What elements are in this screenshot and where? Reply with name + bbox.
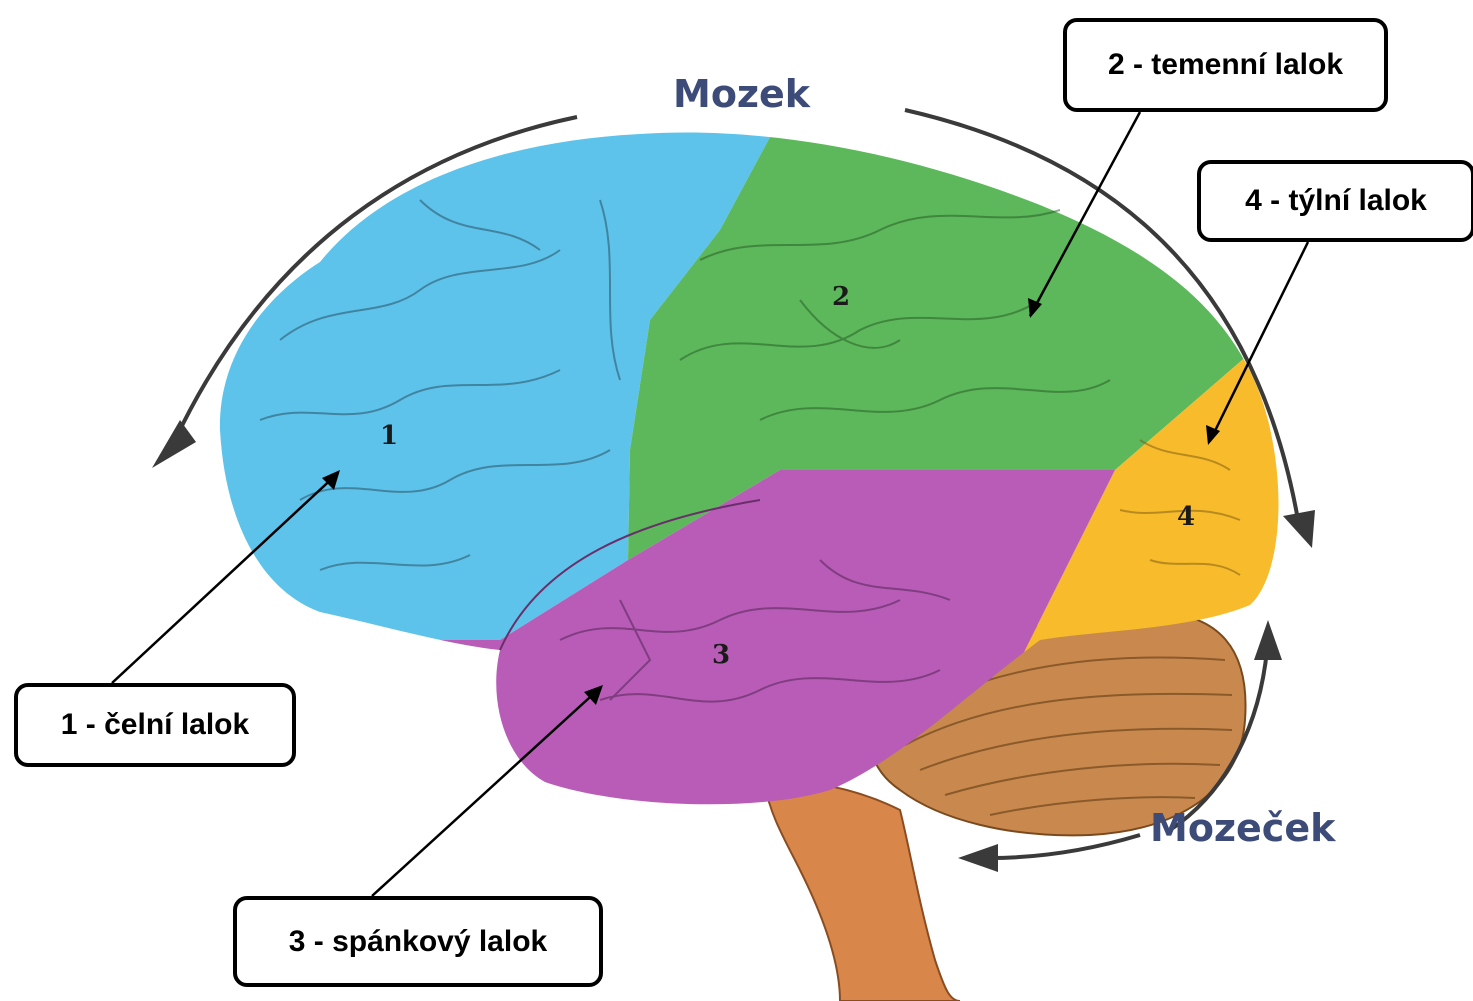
callout-frontal-lobe: 1 - čelní lalok: [14, 683, 296, 767]
callout-parietal-lobe: 2 - temenní lalok: [1063, 18, 1388, 112]
brainstem: [765, 782, 960, 1001]
lobe-number-3: 3: [712, 640, 730, 670]
lobe-number-1: 1: [380, 421, 398, 451]
cerebellum-title: Mozeček: [1150, 806, 1335, 850]
brain-title: Mozek: [673, 72, 810, 116]
lobe-number-2: 2: [832, 282, 850, 312]
callout-occipital-lobe: 4 - týlní lalok: [1197, 160, 1473, 242]
lobe-number-4: 4: [1177, 502, 1195, 532]
callout-temporal-lobe: 3 - spánkový lalok: [233, 896, 603, 987]
